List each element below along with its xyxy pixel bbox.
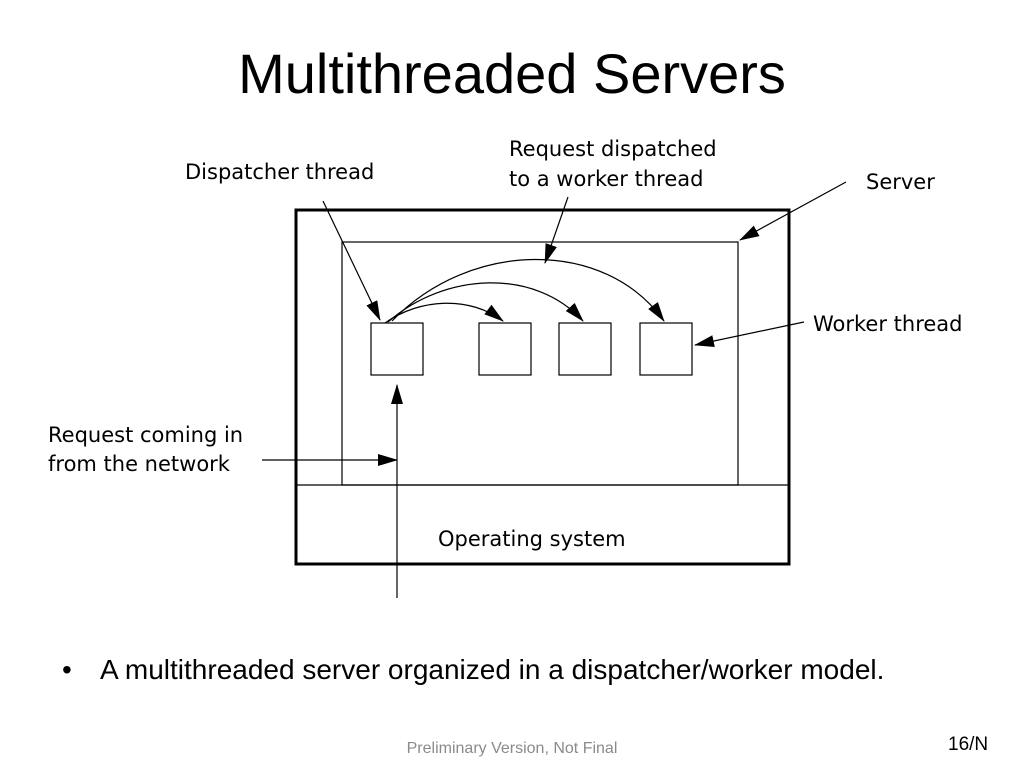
bullet-marker: • — [62, 654, 72, 685]
dispatch-arrow-worker-1 — [384, 302, 504, 324]
label-request-dispatched-line2: to a worker thread — [509, 167, 703, 191]
label-request-coming-line1: Request coming in — [48, 423, 243, 447]
slide-title: Multithreaded Servers — [238, 42, 786, 105]
label-server: Server — [866, 170, 935, 194]
dispatcher-pointer-arrow — [322, 200, 381, 321]
server-pointer-arrow — [739, 181, 847, 241]
label-request-coming-line2: from the network — [48, 452, 231, 476]
worker-thread-box — [558, 322, 612, 376]
dispatch-arrow-worker-3 — [391, 259, 665, 322]
worker-thread-box — [639, 322, 693, 376]
label-request-dispatched-line1: Request dispatched — [509, 137, 717, 161]
footer-text: Preliminary Version, Not Final — [406, 740, 618, 757]
label-worker-thread: Worker thread — [813, 312, 963, 336]
label-operating-system: Operating system — [438, 527, 626, 551]
worker-thread-box — [478, 322, 532, 376]
dispatcher-thread-box — [370, 322, 424, 376]
page-number: 16/N — [948, 734, 989, 755]
label-dispatcher-thread: Dispatcher thread — [185, 160, 374, 184]
machine-box — [294, 208, 791, 566]
bullet-text: A multithreaded server organized in a di… — [100, 654, 885, 685]
worker-pointer-arrow — [694, 321, 805, 347]
dispatch-arrow-worker-2 — [387, 282, 584, 323]
request-dispatched-pointer-arrow — [544, 196, 569, 264]
